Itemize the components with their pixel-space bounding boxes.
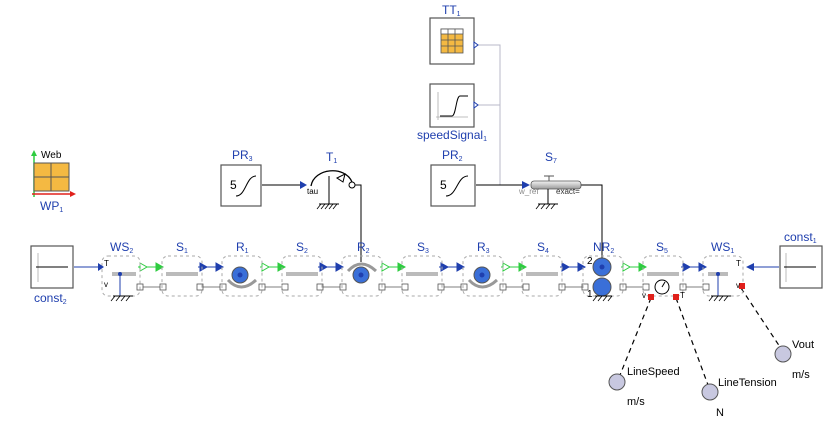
s5-sensor[interactable]	[648, 279, 679, 300]
nr2-label: NR2	[593, 240, 615, 255]
r3-label: R3	[477, 240, 490, 255]
const2-block[interactable]	[30, 245, 74, 289]
output-line-speed[interactable]	[608, 373, 626, 391]
web-caption: Web	[41, 150, 62, 161]
ws1-port-t: T	[736, 259, 741, 268]
roller-r3[interactable]	[462, 255, 504, 297]
span-s2-block[interactable]	[281, 255, 323, 297]
control-wires	[74, 184, 779, 268]
s1-label: S1	[176, 240, 188, 255]
ws1-block[interactable]	[702, 255, 745, 302]
s4-label: S4	[537, 240, 549, 255]
torque-t1-block[interactable]	[310, 170, 356, 210]
roller-r1[interactable]	[221, 255, 263, 297]
r1-label: R1	[236, 240, 249, 255]
nr2-port-top: 2	[587, 256, 593, 267]
s5-port-t: T	[680, 291, 685, 300]
tt1-label: TT1	[442, 3, 461, 18]
output-vout[interactable]	[774, 345, 792, 363]
output-line-tension[interactable]	[701, 383, 719, 401]
line-speed-unit: m/s	[627, 396, 645, 408]
web-spans	[161, 255, 684, 297]
speed-source-s7-block[interactable]	[522, 175, 582, 210]
r2-label: R2	[357, 240, 370, 255]
span-s3-block[interactable]	[401, 255, 443, 297]
pr2-label: PR2	[442, 148, 463, 163]
ws1-port-v: v	[736, 281, 740, 290]
ws2-block[interactable]	[98, 255, 141, 302]
ws2-label: WS2	[110, 240, 134, 255]
s7-port-left: w_ref	[519, 187, 539, 196]
span-s1-block[interactable]	[161, 255, 203, 297]
line-tension-label: LineTension	[718, 377, 777, 389]
signal-wires	[475, 44, 522, 186]
vout-label: Vout	[792, 339, 815, 351]
vout-unit: m/s	[792, 369, 810, 381]
nip-roller-nr2[interactable]	[582, 255, 624, 302]
pr2-value: 5	[440, 178, 447, 192]
const1-label: const1	[784, 230, 817, 245]
span-s5-block[interactable]	[642, 255, 684, 297]
ws1-label: WS1	[711, 240, 735, 255]
line-speed-label: LineSpeed	[627, 366, 680, 378]
web-properties-block[interactable]	[31, 150, 76, 197]
pr2-block[interactable]	[430, 164, 476, 207]
table-icon	[440, 28, 464, 54]
speed-signal-label: speedSignal1	[417, 128, 487, 143]
tt1-block[interactable]	[429, 17, 479, 65]
span-s4-block[interactable]	[521, 255, 563, 297]
speed-signal-block[interactable]	[429, 83, 479, 128]
wp1-label: WP1	[40, 199, 64, 214]
s5-port-v: v	[642, 291, 646, 300]
nr2-port-bottom: 1	[587, 289, 593, 300]
s3-label: S3	[417, 240, 429, 255]
roller-r2[interactable]	[341, 255, 383, 297]
s5-label: S5	[656, 240, 668, 255]
const2-label: const2	[34, 291, 67, 306]
t1-label: T1	[326, 150, 338, 165]
s2-label: S2	[296, 240, 308, 255]
line-tension-unit: N	[716, 407, 724, 419]
output-wires	[619, 287, 781, 386]
ws2-port-v: v	[104, 280, 108, 289]
pr3-label: PR3	[232, 148, 253, 163]
ws2-port-t: T	[104, 259, 109, 268]
s7-label: S7	[545, 150, 557, 165]
pr3-block[interactable]	[220, 164, 307, 207]
web-grid-icon	[33, 162, 70, 192]
pr3-value: 5	[230, 178, 237, 192]
const1-block[interactable]	[746, 245, 823, 289]
s7-port-right: exact=	[556, 187, 580, 196]
t1-port-label: tau	[307, 187, 319, 196]
